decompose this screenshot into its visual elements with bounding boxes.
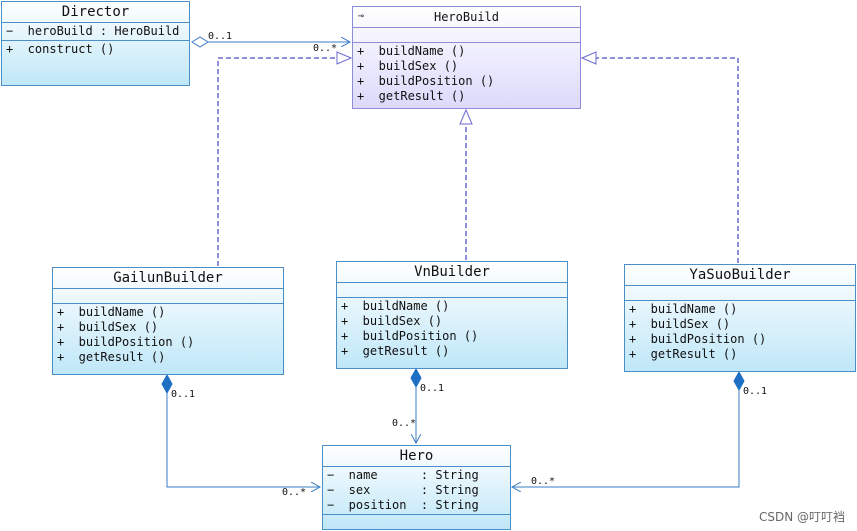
operation-row: + buildSex (): [341, 314, 443, 328]
operation-row: + buildName (): [341, 299, 450, 313]
aggregation-diamond: [191, 36, 209, 48]
operations-section: [323, 515, 510, 529]
operation-row: + buildPosition (): [357, 74, 495, 88]
operation-row: + buildName (): [357, 44, 466, 58]
multiplicity-label: 0..1: [420, 383, 445, 394]
vn-hero-composition: [410, 367, 422, 443]
attributes-section: [337, 283, 567, 298]
operation-row: + buildName (): [57, 305, 166, 319]
multiplicity-label: 0..*: [313, 43, 338, 54]
class-gailunbuilder[interactable]: GailunBuilder + buildName () + buildSex …: [52, 267, 284, 375]
class-name: Hero: [323, 446, 510, 467]
operation-row: + buildPosition (): [57, 335, 195, 349]
operation-row: + buildSex (): [629, 317, 731, 331]
composition-diamond: [733, 370, 745, 392]
gailun-hero-composition: [161, 373, 320, 487]
gailun-realization: [217, 51, 353, 266]
multiplicity-label: 0..*: [392, 418, 417, 429]
realization-triangle: [580, 51, 597, 65]
class-name: YaSuoBuilder: [625, 265, 855, 286]
operation-row: + buildPosition (): [341, 329, 479, 343]
operations-section: + buildName () + buildSex () + buildPosi…: [353, 43, 580, 105]
operation-row: + buildPosition (): [629, 332, 767, 346]
class-name: VnBuilder: [337, 262, 567, 283]
attributes-section: [353, 28, 580, 43]
interface-lollipop-icon: ⊸: [358, 11, 365, 22]
class-hero[interactable]: Hero − name : String − sex : String − po…: [322, 445, 511, 530]
composition-diamond: [161, 373, 173, 395]
attribute-row: − position : String: [327, 498, 479, 512]
attributes-section: − name : String − sex : String − positio…: [323, 467, 510, 515]
operation-row: + buildName (): [629, 302, 738, 316]
operation-row: + getResult (): [629, 347, 738, 361]
realization-triangle: [336, 51, 353, 65]
multiplicity-label: 0..1: [743, 386, 768, 397]
operations-section: + buildName () + buildSex () + buildPosi…: [625, 301, 855, 363]
operations-section: + buildName () + buildSex () + buildPosi…: [53, 304, 283, 366]
interface-header: ⊸ HeroBuild: [353, 7, 580, 28]
interface-herobuild[interactable]: ⊸ HeroBuild + buildName () + buildSex ()…: [352, 6, 581, 109]
yasuo-hero-composition: [512, 370, 745, 487]
composition-diamond: [410, 367, 422, 389]
operation-row: + getResult (): [357, 89, 466, 103]
yasuo-realization: [580, 51, 739, 263]
operation-row: + construct (): [6, 42, 115, 56]
attributes-section: − heroBuild : HeroBuild: [2, 23, 189, 41]
operation-row: + getResult (): [341, 344, 450, 358]
attributes-section: [625, 286, 855, 301]
attribute-row: − sex : String: [327, 483, 479, 497]
attribute-row: − heroBuild : HeroBuild: [6, 24, 180, 38]
class-yasuobuilder[interactable]: YaSuoBuilder + buildName () + buildSex (…: [624, 264, 856, 372]
multiplicity-label: 0..*: [531, 476, 556, 487]
class-director[interactable]: Director − heroBuild : HeroBuild + const…: [1, 1, 190, 86]
class-name: Director: [2, 2, 189, 23]
vn-realization: [459, 108, 473, 260]
attributes-section: [53, 289, 283, 304]
class-name: GailunBuilder: [53, 268, 283, 289]
multiplicity-label: 0..*: [282, 487, 307, 498]
operation-row: + getResult (): [57, 350, 166, 364]
class-vnbuilder[interactable]: VnBuilder + buildName () + buildSex () +…: [336, 261, 568, 369]
multiplicity-label: 0..1: [171, 389, 196, 400]
multiplicity-label: 0..1: [208, 31, 233, 42]
attribute-row: − name : String: [327, 468, 479, 482]
operation-row: + buildSex (): [357, 59, 459, 73]
class-name: HeroBuild: [433, 10, 500, 24]
operations-section: + buildName () + buildSex () + buildPosi…: [337, 298, 567, 360]
operation-row: + buildSex (): [57, 320, 159, 334]
realization-triangle: [459, 108, 473, 125]
watermark: CSDN @叮叮裆: [758, 510, 845, 524]
director-herobuild-aggregation: [191, 36, 350, 48]
operations-section: + construct (): [2, 41, 189, 58]
